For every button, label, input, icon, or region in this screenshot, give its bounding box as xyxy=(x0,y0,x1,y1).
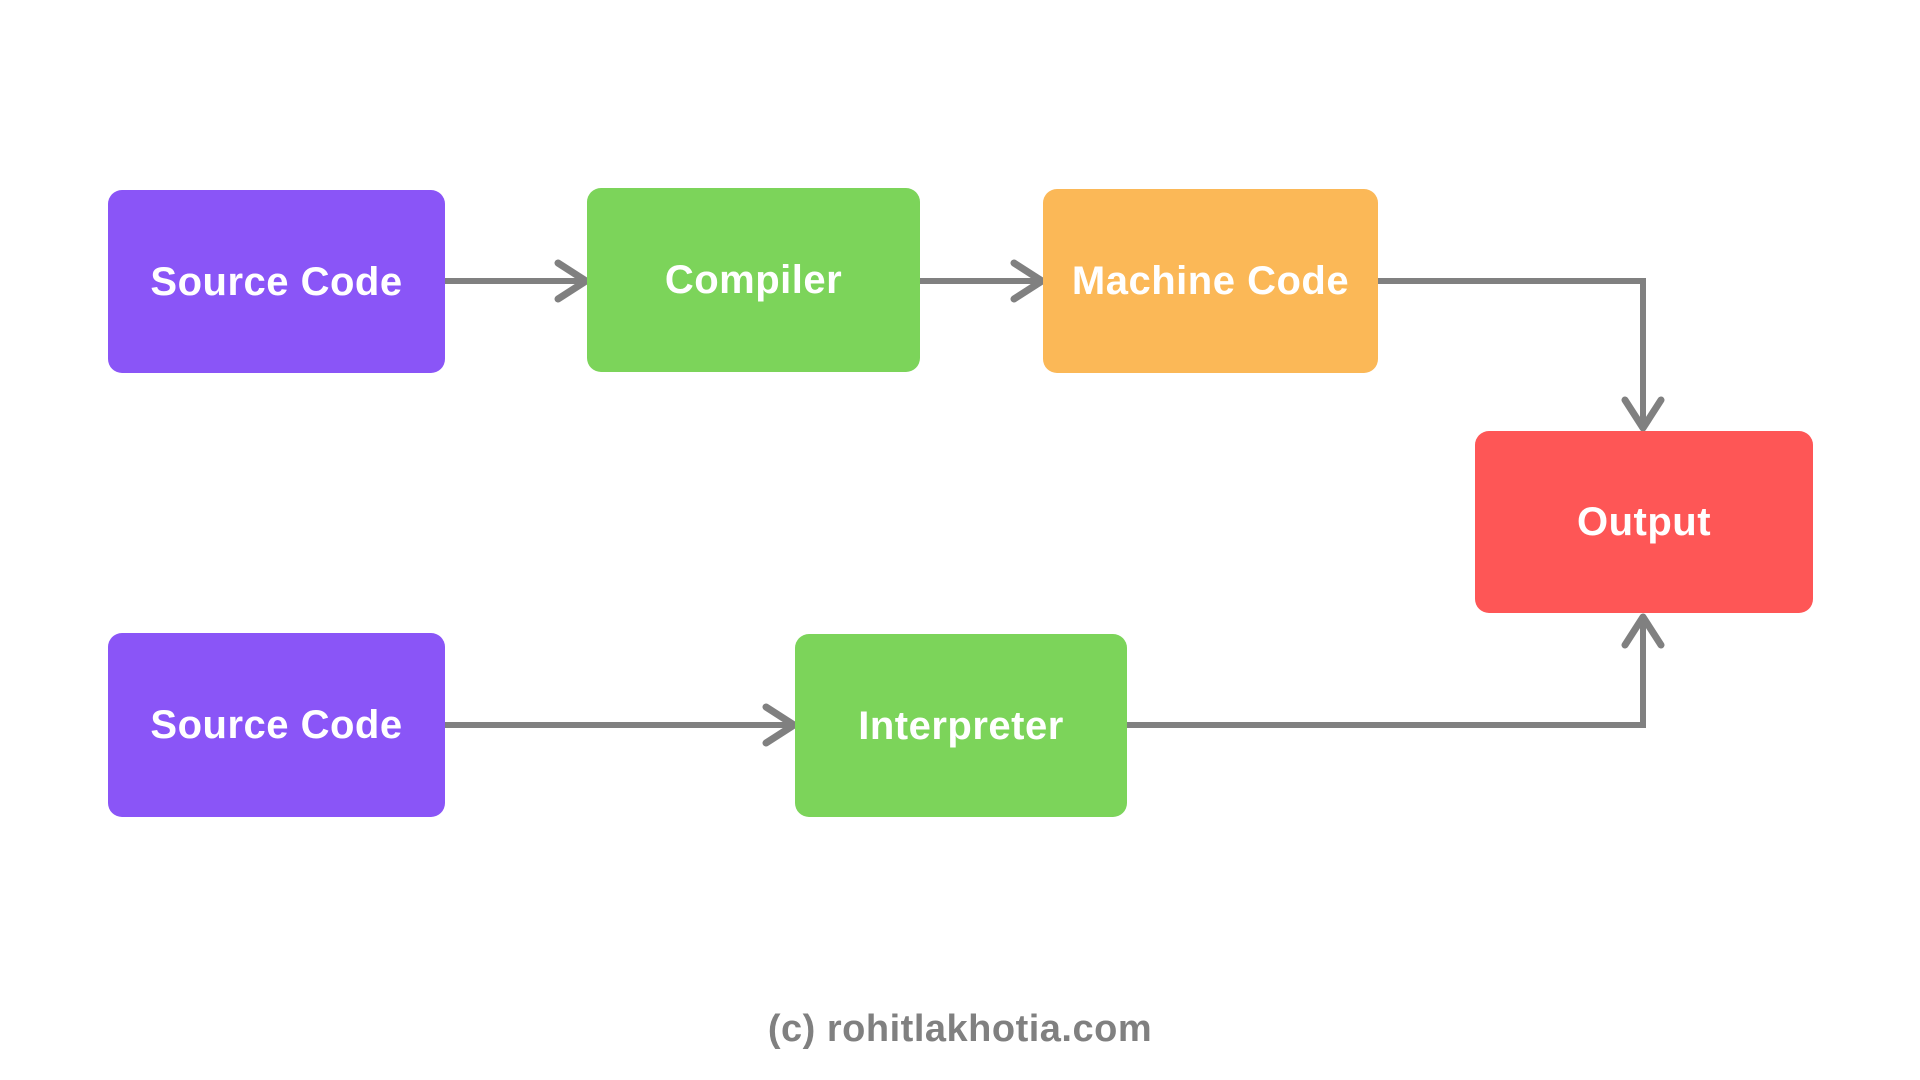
node-compiler-label: Compiler xyxy=(664,258,843,302)
connector-interpreter-to-output xyxy=(1127,613,1665,728)
node-interpreter: Interpreter xyxy=(795,634,1127,817)
connector-machine-code-to-output xyxy=(1378,278,1665,432)
node-output-label: Output xyxy=(1576,500,1712,544)
connector-compiler-to-machine-code xyxy=(920,259,1046,303)
copyright-credit: (c) rohitlakhotia.com xyxy=(767,1008,1153,1050)
node-output: Output xyxy=(1475,431,1813,613)
node-machine-code-label: Machine Code xyxy=(1071,259,1350,303)
node-source-code-top: Source Code xyxy=(108,190,445,373)
connector-source-bottom-to-interpreter xyxy=(445,703,798,747)
node-source-code-top-label: Source Code xyxy=(150,259,403,304)
node-interpreter-label: Interpreter xyxy=(858,703,1064,748)
node-machine-code: Machine Code xyxy=(1043,189,1378,373)
node-compiler: Compiler xyxy=(587,188,920,372)
connector-source-top-to-compiler xyxy=(445,259,590,303)
node-source-code-bottom: Source Code xyxy=(108,633,445,817)
node-source-code-bottom-label: Source Code xyxy=(150,703,403,747)
